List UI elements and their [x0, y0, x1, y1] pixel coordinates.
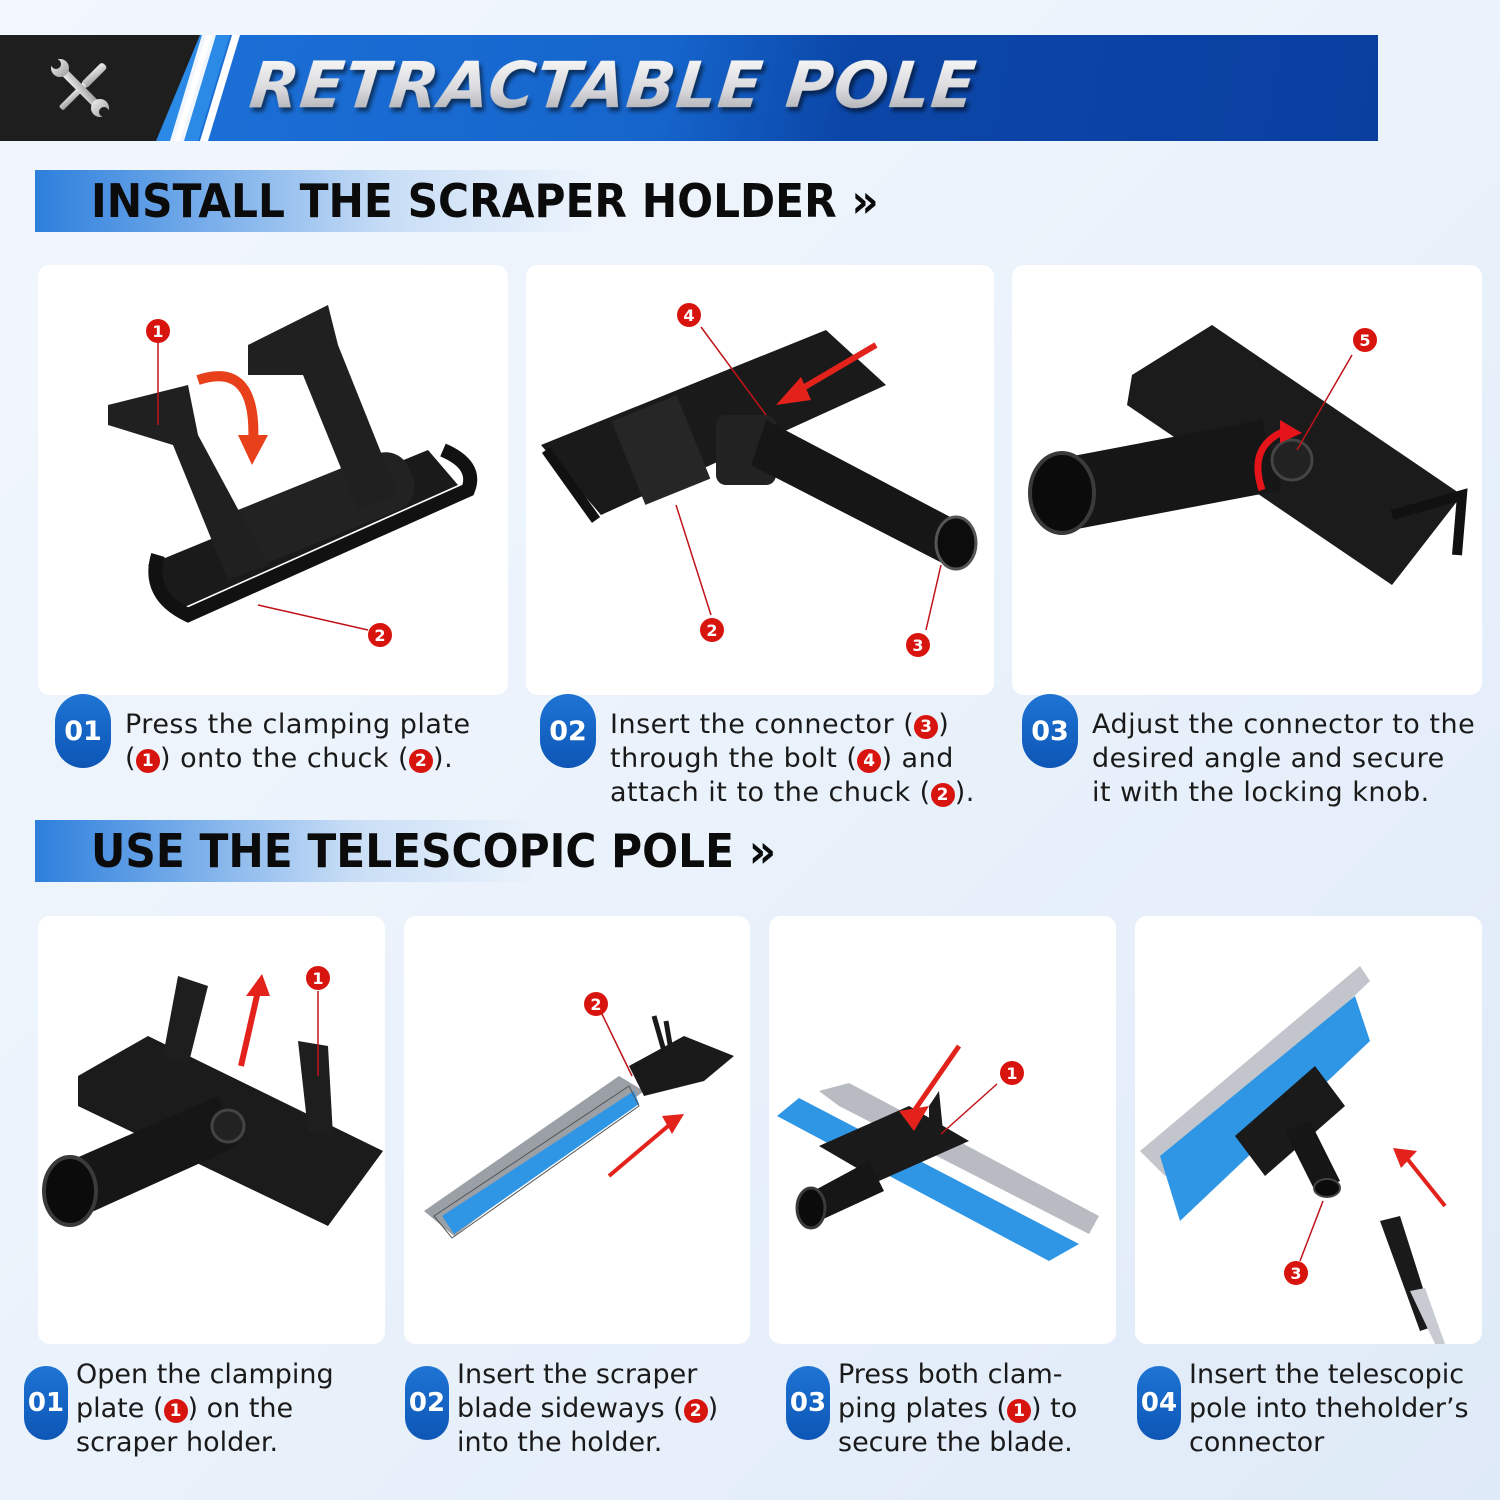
section-header-install: INSTALL THE SCRAPER HOLDER »: [35, 170, 975, 232]
step-description: Insert the connector (3) through the bol…: [610, 709, 975, 808]
connector-bolt-illustration: 4 2 3: [541, 303, 978, 657]
step-image-install-02: 4 2 3: [526, 265, 994, 695]
step-image-pole-01: 1: [38, 916, 385, 1344]
pole-step-01: 01 Open the clamping plate (1) on the sc…: [24, 1358, 334, 1460]
pole-step-02: 02 Insert the scraper blade sideways (2)…: [405, 1358, 718, 1460]
step-description: Insert the telescopic pole into theholde…: [1189, 1359, 1469, 1458]
callout-2-icon: 2: [409, 749, 434, 773]
callout-2-icon: 2: [930, 783, 955, 807]
title-banner: RETRACTABLE POLE: [0, 35, 1378, 141]
step-description: Insert the scraper blade sideways (2) in…: [457, 1359, 719, 1458]
step-description: Open the clamping plate (1) on the scrap…: [76, 1359, 334, 1458]
svg-text:1: 1: [312, 969, 323, 988]
section-title: INSTALL THE SCRAPER HOLDER »: [91, 174, 879, 228]
install-step-02: 02 Insert the connector (3) through the …: [540, 694, 975, 810]
locking-knob-illustration: 5: [1028, 325, 1468, 585]
callout-3-icon: 3: [914, 715, 939, 739]
clamping-plate-illustration: 1 2: [108, 305, 478, 647]
press-clamping-plates-illustration: 1: [777, 1044, 1099, 1261]
step-description: Press both clam- ping plates (1) to secu…: [838, 1359, 1078, 1458]
svg-text:1: 1: [1006, 1064, 1017, 1083]
step-badge: 03: [786, 1366, 830, 1440]
open-clamping-plate-illustration: 1: [42, 966, 383, 1227]
step-image-pole-02: 2: [404, 916, 750, 1344]
step-image-install-01: 1 2: [38, 265, 508, 695]
callout-1-icon: 1: [163, 1399, 188, 1423]
pole-step-03: 03 Press both clam- ping plates (1) to s…: [786, 1358, 1077, 1460]
step-badge: 03: [1022, 694, 1078, 768]
insert-telescopic-pole-illustration: 3: [1140, 966, 1447, 1344]
svg-text:2: 2: [590, 995, 601, 1014]
step-description: Adjust the connector to the desired angl…: [1092, 709, 1476, 808]
install-step-03: 03 Adjust the connector to the desired a…: [1022, 694, 1476, 810]
insert-blade-illustration: 2: [424, 992, 734, 1239]
step-image-install-03: 5: [1012, 265, 1482, 695]
callout-2-icon: 2: [683, 1399, 708, 1423]
svg-text:1: 1: [152, 322, 163, 341]
section-title: USE THE TELESCOPIC POLE »: [91, 824, 777, 878]
step-badge: 01: [55, 694, 111, 768]
step-description: Press the clamping plate (1) onto the ch…: [125, 709, 471, 774]
pole-step-04: 04 Insert the telescopic pole into theho…: [1137, 1358, 1469, 1460]
callout-1-icon: 1: [1007, 1399, 1032, 1423]
svg-text:2: 2: [706, 621, 717, 640]
banner-blue-panel: [190, 35, 1378, 141]
svg-text:4: 4: [683, 306, 694, 325]
install-step-01: 01 Press the clamping plate (1) onto the…: [55, 694, 471, 776]
step-badge: 01: [24, 1366, 68, 1440]
callout-1-icon: 1: [136, 749, 161, 773]
callout-4-icon: 4: [857, 749, 882, 773]
svg-text:3: 3: [1290, 1264, 1301, 1283]
step-badge: 04: [1137, 1366, 1181, 1440]
banner-stripes: [156, 35, 240, 141]
step-image-pole-04: 3: [1135, 916, 1482, 1344]
svg-text:3: 3: [912, 636, 923, 655]
step-badge: 02: [540, 694, 596, 768]
banner-title: RETRACTABLE POLE: [246, 49, 980, 123]
step-badge: 02: [405, 1366, 449, 1440]
svg-text:5: 5: [1359, 331, 1370, 350]
section-header-telescopic: USE THE TELESCOPIC POLE »: [35, 820, 875, 882]
wrench-screwdriver-icon: [51, 59, 109, 117]
step-image-pole-03: 1: [769, 916, 1116, 1344]
svg-text:2: 2: [374, 626, 385, 645]
